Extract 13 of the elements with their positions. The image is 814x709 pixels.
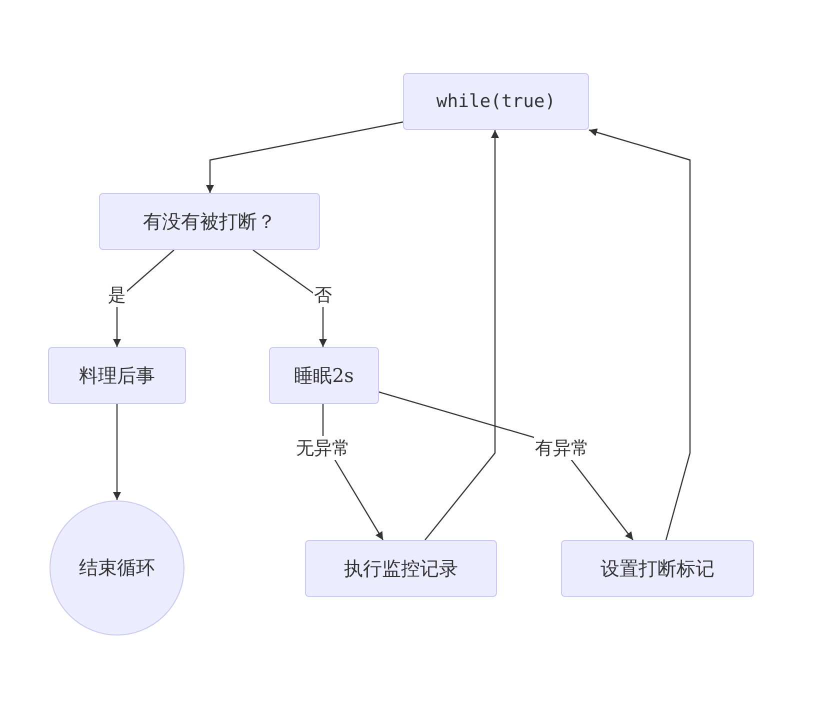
arrow	[588, 128, 691, 540]
arrow	[113, 250, 174, 347]
arrow	[206, 121, 404, 193]
process-box: 料理后事	[48, 347, 186, 404]
arrow	[252, 250, 327, 347]
arrow	[424, 130, 499, 540]
end-circle: 结束循环	[49, 500, 185, 636]
loop-box: while(true)	[403, 73, 589, 130]
arrow	[113, 404, 121, 500]
process-box: 执行监控记录	[305, 540, 497, 597]
question-box: 有没有被打断？	[99, 193, 320, 250]
process-box: 设置打断标记	[561, 540, 754, 597]
process-box: 睡眠2s	[269, 347, 379, 404]
